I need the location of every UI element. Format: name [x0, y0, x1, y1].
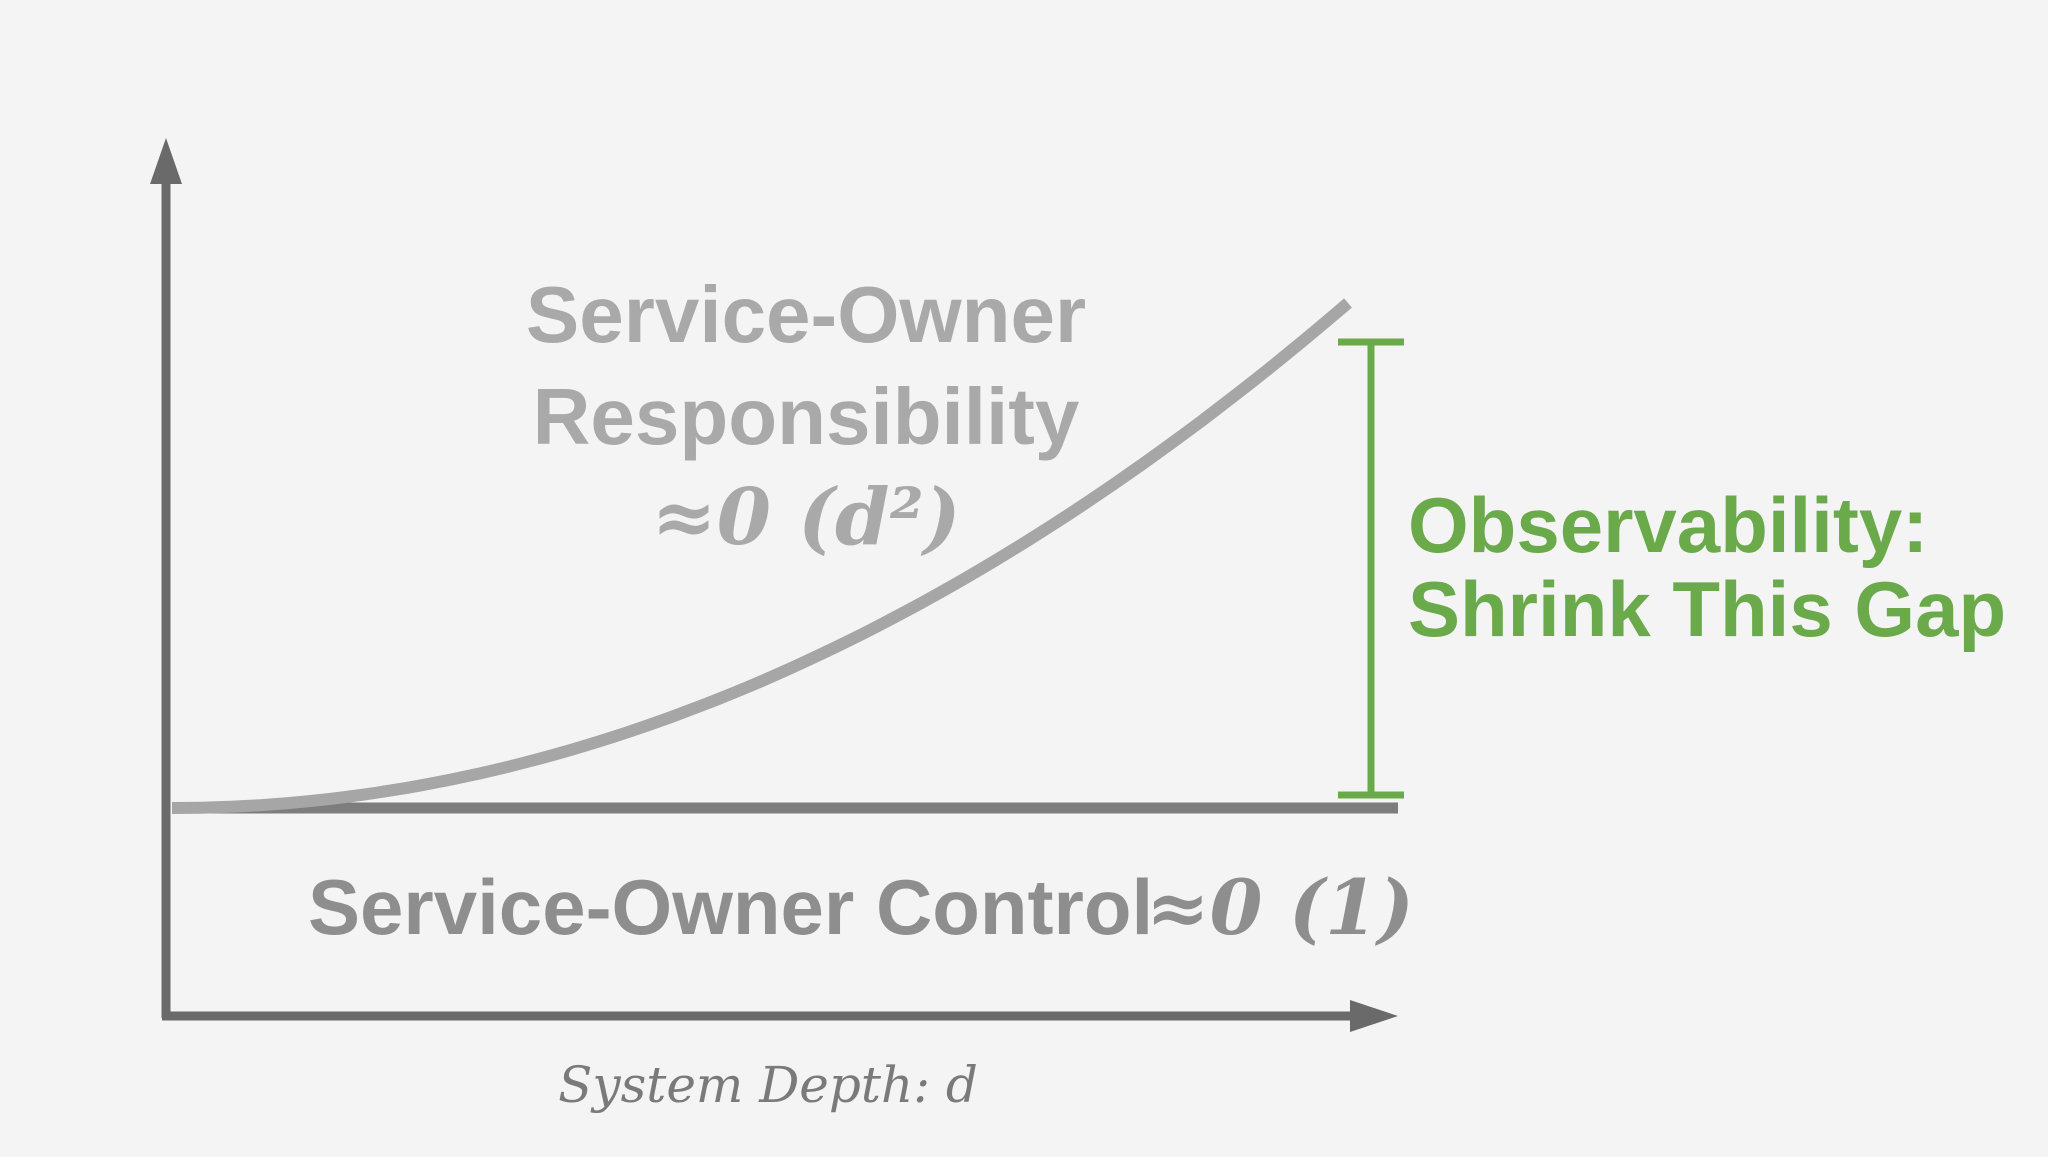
x-axis-arrowhead: [1350, 1000, 1398, 1032]
responsibility-label-line2: Responsibility: [533, 372, 1080, 461]
control-formula: ≈0 (1): [1146, 863, 1414, 952]
y-axis-arrowhead: [150, 138, 182, 184]
x-axis-label: System Depth: d: [558, 1056, 978, 1114]
series-line-responsibility: [171, 298, 1352, 814]
responsibility-label-line1: Service-Owner: [526, 270, 1086, 359]
gap-annotation-line2: Shrink This Gap: [1408, 565, 2006, 653]
responsibility-formula: ≈0 (d²): [651, 472, 960, 563]
control-label: Service-Owner Control: [308, 863, 1153, 951]
gap-annotation-line1: Observability:: [1408, 481, 1928, 569]
gap-bracket: [1338, 338, 1404, 799]
